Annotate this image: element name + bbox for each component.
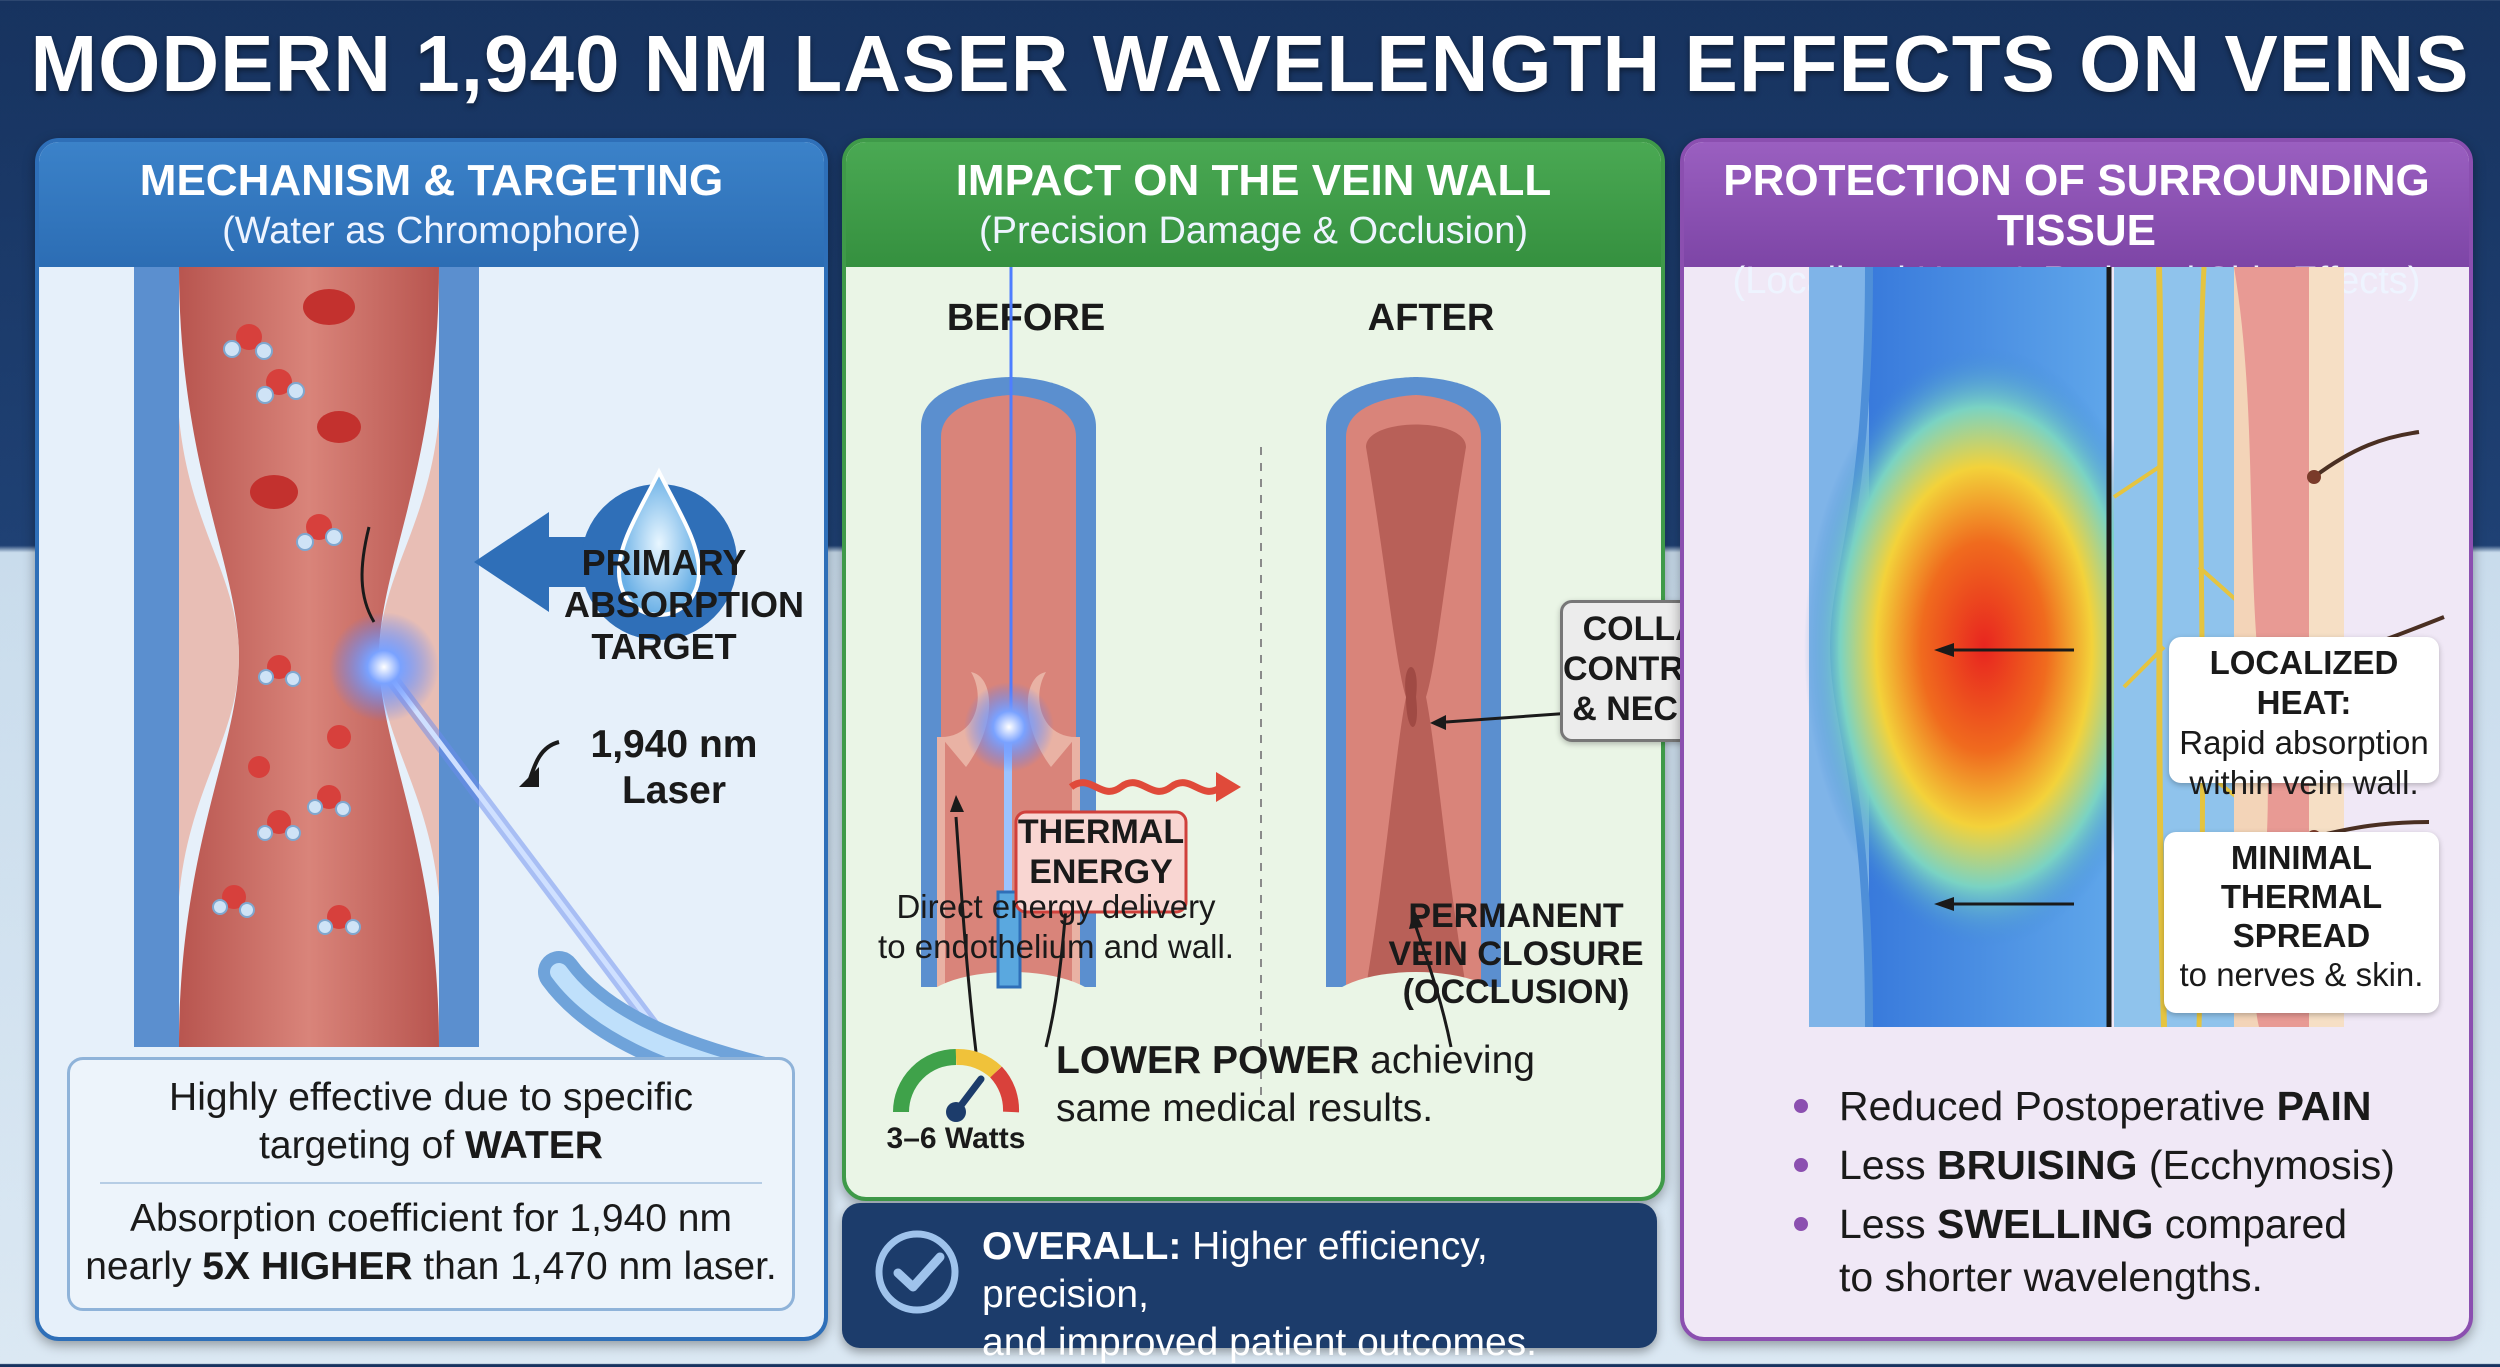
mechanism-title: MECHANISM & TARGETING [139,156,724,205]
direct-line-2: to endothelium and wall. [878,928,1234,965]
heat-title: LOCALIZED HEAT: [2209,644,2399,721]
laser-label-line-2: Laser [621,769,727,812]
power-line-1: LOWER POWER achieving [1056,1037,1556,1085]
overall-line-1: OVERALL: Higher efficiency, precision, [982,1223,1642,1319]
bullet-2-post: (Ecchymosis) [2137,1142,2395,1188]
protection-panel: PROTECTION OF SURROUNDING TISSUE (Locali… [1680,138,2473,1341]
bullet-3-post: compared [2153,1201,2348,1247]
closure-line-1: PERMANENT [1408,897,1624,935]
coefficient-line-1: Absorption coefficient for 1,940 nm [130,1197,732,1240]
impact-panel: IMPACT ON THE VEIN WALL (Precision Damag… [842,138,1665,1201]
spread-line-4: to nerves & skin. [2179,956,2424,993]
absorption-target-line-3: TARGET [591,626,737,667]
check-circle-icon [875,1230,959,1314]
closure-line-2: VEIN CLOSURE [1388,935,1644,973]
bullet-3-pre: Less [1839,1201,1937,1247]
heat-line-1: Rapid absorption [2179,724,2429,761]
bullet-dot [1794,1217,1808,1231]
localized-heat-callout: LOCALIZED HEAT: Rapid absorption within … [2169,637,2439,801]
vein-water-illustration [134,267,766,1057]
thermal-line-2: ENERGY [1029,853,1173,891]
bullet-dot [1794,1158,1808,1172]
laser-label-line-1: 1,940 nm [590,723,758,766]
absorption-target-line-1: PRIMARY [581,542,747,583]
water-line-2: targeting of WATER [70,1122,792,1170]
closure-line-3: (OCCLUSION) [1402,973,1630,1011]
overall-line-1-text: Higher efficiency, precision, [982,1225,1488,1316]
power-line-2: same medical results. [1056,1087,1434,1130]
mechanism-subtitle: (Water as Chromophore) [222,210,641,252]
absorption-target-line-2: ABSORPTION [564,584,805,625]
after-label: AFTER [1367,297,1495,339]
list-item: Less SWELLING compared [1794,1195,2454,1254]
water-targeting-box: Highly effective due to specific targeti… [67,1057,795,1311]
water-line-1: Highly effective due to specific [169,1076,693,1119]
thermal-energy-label: THERMAL ENERGY [1016,812,1186,892]
vein-closure-label: PERMANENT VEIN CLOSURE (OCCLUSION) [1386,897,1646,1011]
power-rest: achieving [1359,1039,1535,1082]
bullet-1-pre: Reduced Postoperative [1839,1083,2277,1129]
impact-header: IMPACT ON THE VEIN WALL (Precision Damag… [846,142,1661,267]
coefficient-line-2-post: than 1,470 nm laser. [412,1245,777,1288]
bullet-3-bold: SWELLING [1937,1201,2154,1247]
bullet-1-bold: PAIN [2276,1083,2372,1129]
spread-line-1: MINIMAL [2230,839,2373,876]
direct-energy-label: Direct energy delivery to endothelium an… [856,887,1256,967]
power-bold: LOWER POWER [1056,1039,1360,1082]
bullet-dot [1794,1099,1808,1113]
absorption-target-label: PRIMARY ABSORPTION TARGET [564,542,805,668]
laser-label: 1,940 nm Laser [574,722,774,814]
overall-banner: OVERALL: Higher efficiency, precision, a… [842,1203,1657,1364]
box-divider [100,1182,762,1184]
list-item: Less BRUISING (Ecchymosis) [1794,1136,2454,1195]
thermal-line-1: THERMAL [1017,813,1185,851]
water-targeting-text: Highly effective due to specific targeti… [70,1074,792,1170]
protection-header: PROTECTION OF SURROUNDING TISSUE (Locali… [1684,142,2469,302]
bullet-2-pre: Less [1839,1142,1937,1188]
list-item: Reduced Postoperative PAIN [1794,1077,2454,1136]
impact-subtitle: (Precision Damage & Occlusion) [978,210,1529,252]
power-gauge-icon [893,1048,1020,1122]
impact-title: IMPACT ON THE VEIN WALL [955,156,1552,205]
water-line-2-bold: WATER [465,1124,603,1167]
list-item-continuation: to shorter wavelengths. [1839,1254,2263,1300]
coefficient-line-2-bold: 5X HIGHER [202,1245,413,1288]
coefficient-line-2-pre: nearly [85,1245,203,1288]
side-effects-list: Reduced Postoperative PAIN Less BRUISING… [1794,1077,2454,1300]
before-label: BEFORE [946,297,1106,339]
absorption-coefficient-text: Absorption coefficient for 1,940 nm near… [70,1195,792,1291]
coefficient-line-2: nearly 5X HIGHER than 1,470 nm laser. [70,1243,792,1291]
direct-line-1: Direct energy delivery [896,888,1216,925]
minimal-spread-callout: MINIMAL THERMAL SPREAD to nerves & skin. [2164,832,2439,1013]
spread-line-3: SPREAD [2232,917,2371,954]
overall-text: OVERALL: Higher efficiency, precision, a… [982,1223,1642,1367]
water-line-2-pre: targeting of [259,1124,466,1167]
spread-line-2: THERMAL [2220,878,2383,915]
mechanism-header: MECHANISM & TARGETING (Water as Chromoph… [39,142,824,267]
watts-label: 3–6 Watts [886,1122,1026,1155]
lower-power-text: LOWER POWER achieving same medical resul… [1056,1037,1556,1133]
page-title: MODERN 1,940 NM LASER WAVELENGTH EFFECTS… [30,19,2470,108]
protection-title: PROTECTION OF SURROUNDING TISSUE [1723,156,2430,255]
overall-label: OVERALL: [982,1225,1182,1268]
overall-line-2: and improved patient outcomes. [982,1321,1537,1364]
heat-line-2: within vein wall. [2189,764,2419,801]
vein-wall-illustration [921,267,1587,1097]
bullet-2-bold: BRUISING [1937,1142,2138,1188]
mechanism-panel: MECHANISM & TARGETING (Water as Chromoph… [35,138,828,1341]
